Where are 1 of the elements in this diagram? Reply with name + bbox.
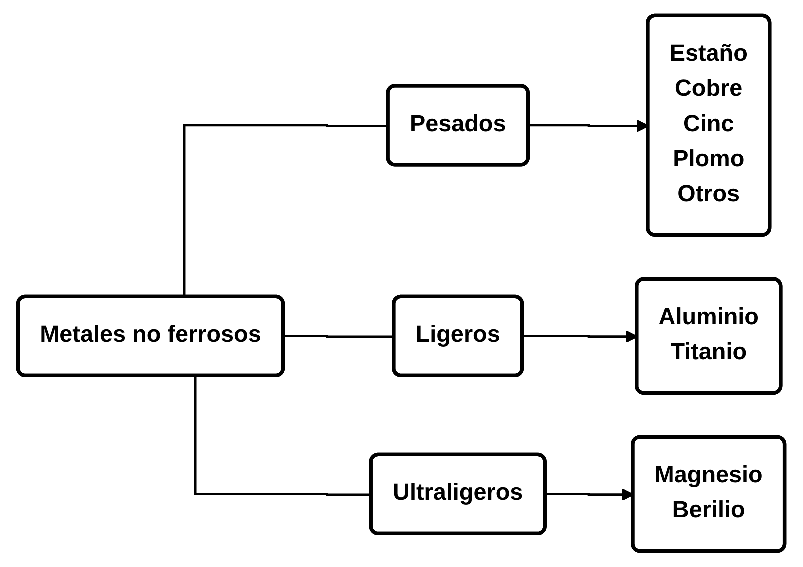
connector: [282, 335, 395, 338]
